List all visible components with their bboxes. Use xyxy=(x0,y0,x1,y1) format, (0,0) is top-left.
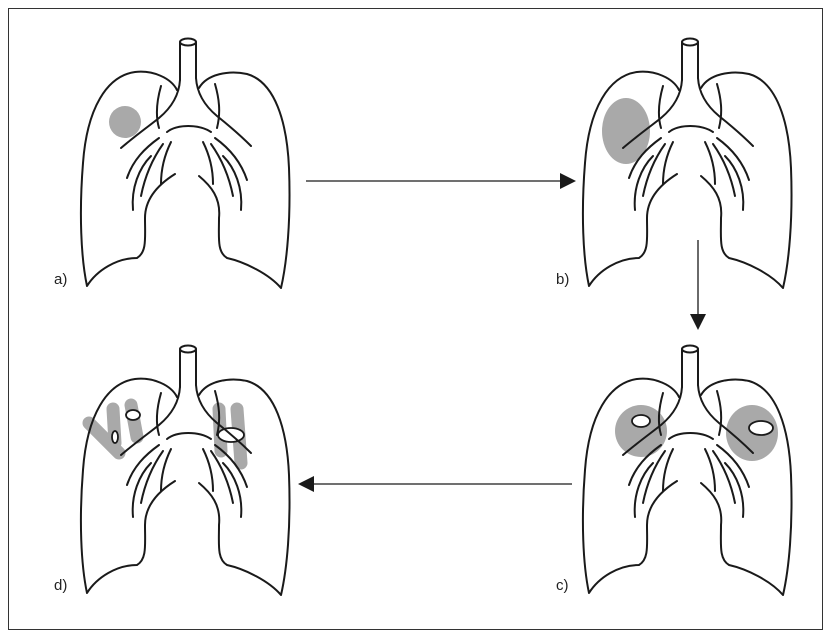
panel-a-lesion xyxy=(109,106,141,138)
panel-a-label: a) xyxy=(54,271,67,288)
panel-d-label: d) xyxy=(54,577,67,594)
panel-d-lungs xyxy=(81,346,290,596)
panel-c-label: c) xyxy=(556,577,569,594)
arrow-a-to-b xyxy=(306,173,576,189)
panel-a-lungs xyxy=(81,39,290,289)
arrow-c-to-d xyxy=(298,476,572,492)
panel-b-label: b) xyxy=(556,271,569,288)
panel-c-lungs xyxy=(583,346,792,596)
panel-b-lungs xyxy=(583,39,792,289)
arrow-b-to-c xyxy=(690,240,706,330)
